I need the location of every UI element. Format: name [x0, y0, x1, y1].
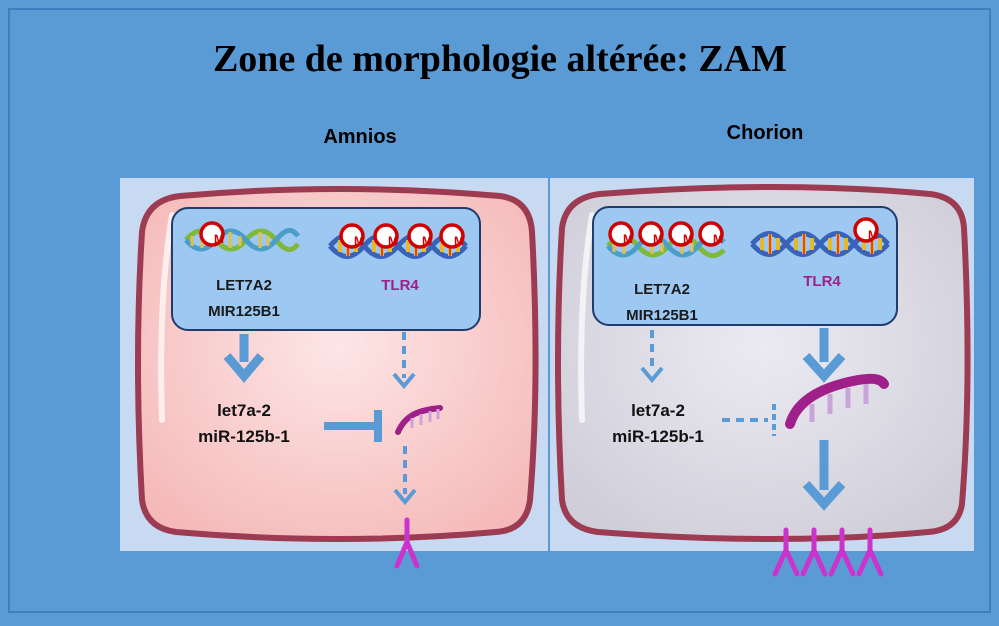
chorion-cell-highlight: [578, 212, 595, 423]
svg-text:M: M: [388, 234, 398, 248]
svg-text:M: M: [868, 228, 878, 242]
svg-text:M: M: [454, 234, 464, 248]
chorion-methyl-let7a2-icon: M M M M: [608, 221, 724, 247]
amnios-cell-highlight: [158, 212, 175, 423]
page-title: Zone de morphologie altérée: ZAM: [213, 38, 787, 80]
amnios-methyl-tlr4-icon: M M M M: [339, 223, 465, 249]
chorion-gene-let7a2: LET7A2: [634, 281, 690, 298]
chorion-inhibition-bar: [722, 404, 776, 436]
amnios-methyl-let7a2-icon: M: [199, 221, 225, 247]
svg-text:M: M: [653, 232, 663, 246]
svg-text:M: M: [623, 232, 633, 246]
panel-title-chorion: Chorion: [727, 122, 804, 144]
amnios-tlr4-mrna-icon: [395, 405, 443, 435]
svg-text:M: M: [713, 232, 723, 246]
chorion-gene-tlr4: TLR4: [803, 273, 841, 290]
chorion-methyl-tlr4-icon: M: [853, 217, 879, 243]
amnios-gene-let7a2: LET7A2: [216, 277, 272, 294]
chorion-translation-arrow: [802, 440, 846, 511]
chorion-tlr4-mrna-icon: [785, 373, 889, 429]
amnios-mirna-let7a2: let7a-2: [217, 401, 271, 420]
svg-text:M: M: [683, 232, 693, 246]
panel-title-amnios: Amnios: [323, 126, 396, 148]
amnios-tlr4-receptor-icon: [394, 517, 420, 569]
chorion-expression-arrow: [640, 330, 664, 384]
amnios-gene-tlr4: TLR4: [381, 277, 419, 294]
amnios-gene-mir125b1: MIR125B1: [208, 303, 280, 320]
amnios-tlr4-transcription-arrow: [392, 332, 416, 390]
chorion-gene-mir125b1: MIR125B1: [626, 307, 698, 324]
svg-text:M: M: [422, 234, 432, 248]
svg-text:M: M: [214, 232, 224, 246]
chorion-mirna-let7a2: let7a-2: [631, 401, 685, 420]
amnios-mirna-mir125b1: miR-125b-1: [198, 427, 290, 446]
amnios-inhibition-bar: [324, 410, 382, 442]
svg-text:M: M: [354, 234, 364, 248]
amnios-translation-arrow: [393, 446, 417, 506]
chorion-tlr4-receptors-icon: [772, 527, 884, 577]
chorion-mirna-mir125b1: miR-125b-1: [612, 427, 704, 446]
frame-border: [8, 8, 991, 613]
amnios-expression-arrow: [223, 334, 265, 383]
chorion-tlr4-transcription-arrow: [802, 328, 846, 383]
